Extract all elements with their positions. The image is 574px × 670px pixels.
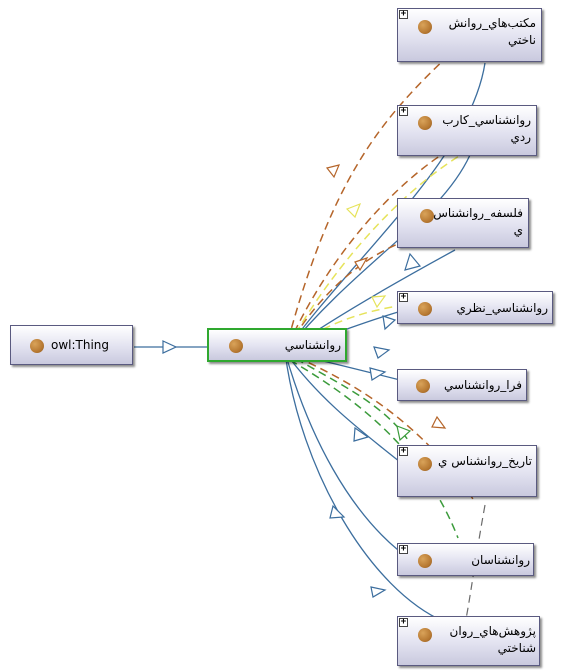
class-icon — [418, 116, 432, 130]
node-center[interactable]: روانشناسي — [207, 328, 347, 362]
edge-dashed-brown-1 — [284, 54, 450, 353]
node-label: پژوهش‌هاي_روان شناختي — [449, 624, 537, 655]
edge-arrowhead — [431, 415, 447, 429]
edge-dashed-brown-2 — [284, 149, 450, 353]
expand-icon[interactable]: + — [399, 544, 408, 554]
edge-arrowhead — [354, 256, 369, 272]
edge-arrowhead — [371, 295, 387, 309]
node-label: تاريخ_روانشناس ي — [438, 454, 532, 468]
class-icon — [418, 20, 432, 34]
edge-dashed-yellow-1 — [284, 149, 470, 353]
edge-to-c8 — [284, 351, 446, 623]
node-child-5[interactable]: فرا_روانشناسي — [397, 369, 527, 401]
class-icon — [418, 628, 432, 642]
class-icon — [229, 339, 243, 353]
class-icon — [418, 457, 432, 471]
class-icon — [416, 379, 430, 393]
edge-arrowhead — [404, 252, 422, 271]
node-child-7[interactable]: + روانشناسان — [397, 543, 534, 576]
expand-icon[interactable]: + — [399, 617, 408, 627]
edge-arrowhead — [369, 367, 387, 381]
expand-icon[interactable]: + — [399, 9, 408, 19]
edge-to-c7 — [284, 351, 399, 551]
edge-arrowhead — [396, 425, 412, 442]
node-child-4[interactable]: + روانشناسي_نظري — [397, 291, 553, 324]
node-label: روانشناسي — [284, 338, 341, 352]
expand-icon[interactable]: + — [399, 106, 408, 116]
node-label: روانشناسان — [471, 553, 530, 567]
class-icon — [420, 209, 434, 223]
edge-arrowhead — [162, 340, 178, 354]
edge-to-c2 — [284, 154, 471, 353]
edge-arrowhead — [373, 346, 391, 359]
edge-dashed-green-2 — [289, 359, 459, 539]
node-label: owl:Thing — [51, 338, 110, 352]
expand-icon[interactable]: + — [399, 292, 408, 302]
edge-arrowhead — [353, 426, 370, 442]
node-label: فرا_روانشناسي — [444, 378, 522, 392]
node-child-3[interactable]: فلسفه_روانشناس ي — [397, 198, 529, 248]
node-label: مكتب‌هاي_روانش ناختي — [448, 16, 536, 47]
class-icon — [418, 554, 432, 568]
edge-arrowhead — [345, 202, 362, 219]
class-icon — [418, 302, 432, 316]
edge-to-c6 — [284, 351, 401, 463]
edge-arrowhead — [325, 164, 341, 179]
edge-dashed-brown-5 — [464, 504, 486, 625]
node-child-2[interactable]: + روانشناسي_كارب ردي — [397, 105, 537, 156]
node-label: روانشناسي_نظري — [456, 301, 549, 315]
node-child-1[interactable]: + مكتب‌هاي_روانش ناختي — [397, 8, 542, 62]
node-label: فلسفه_روانشناس ي — [433, 206, 523, 237]
node-child-6[interactable]: + تاريخ_روانشناس ي — [397, 445, 537, 497]
node-child-8[interactable]: + پژوهش‌هاي_روان شناختي — [397, 616, 540, 666]
class-icon — [30, 339, 44, 353]
expand-icon[interactable]: + — [399, 446, 408, 456]
edge-dashed-green-1 — [284, 351, 409, 441]
edge-arrowhead — [329, 504, 346, 519]
edge-arrowhead — [382, 315, 397, 331]
edge-arrowhead — [370, 586, 387, 598]
edge-dashed-yellow-2 — [284, 304, 406, 353]
node-owl-thing[interactable]: owl:Thing — [10, 325, 133, 365]
node-label: روانشناسي_كارب ردي — [442, 113, 531, 144]
